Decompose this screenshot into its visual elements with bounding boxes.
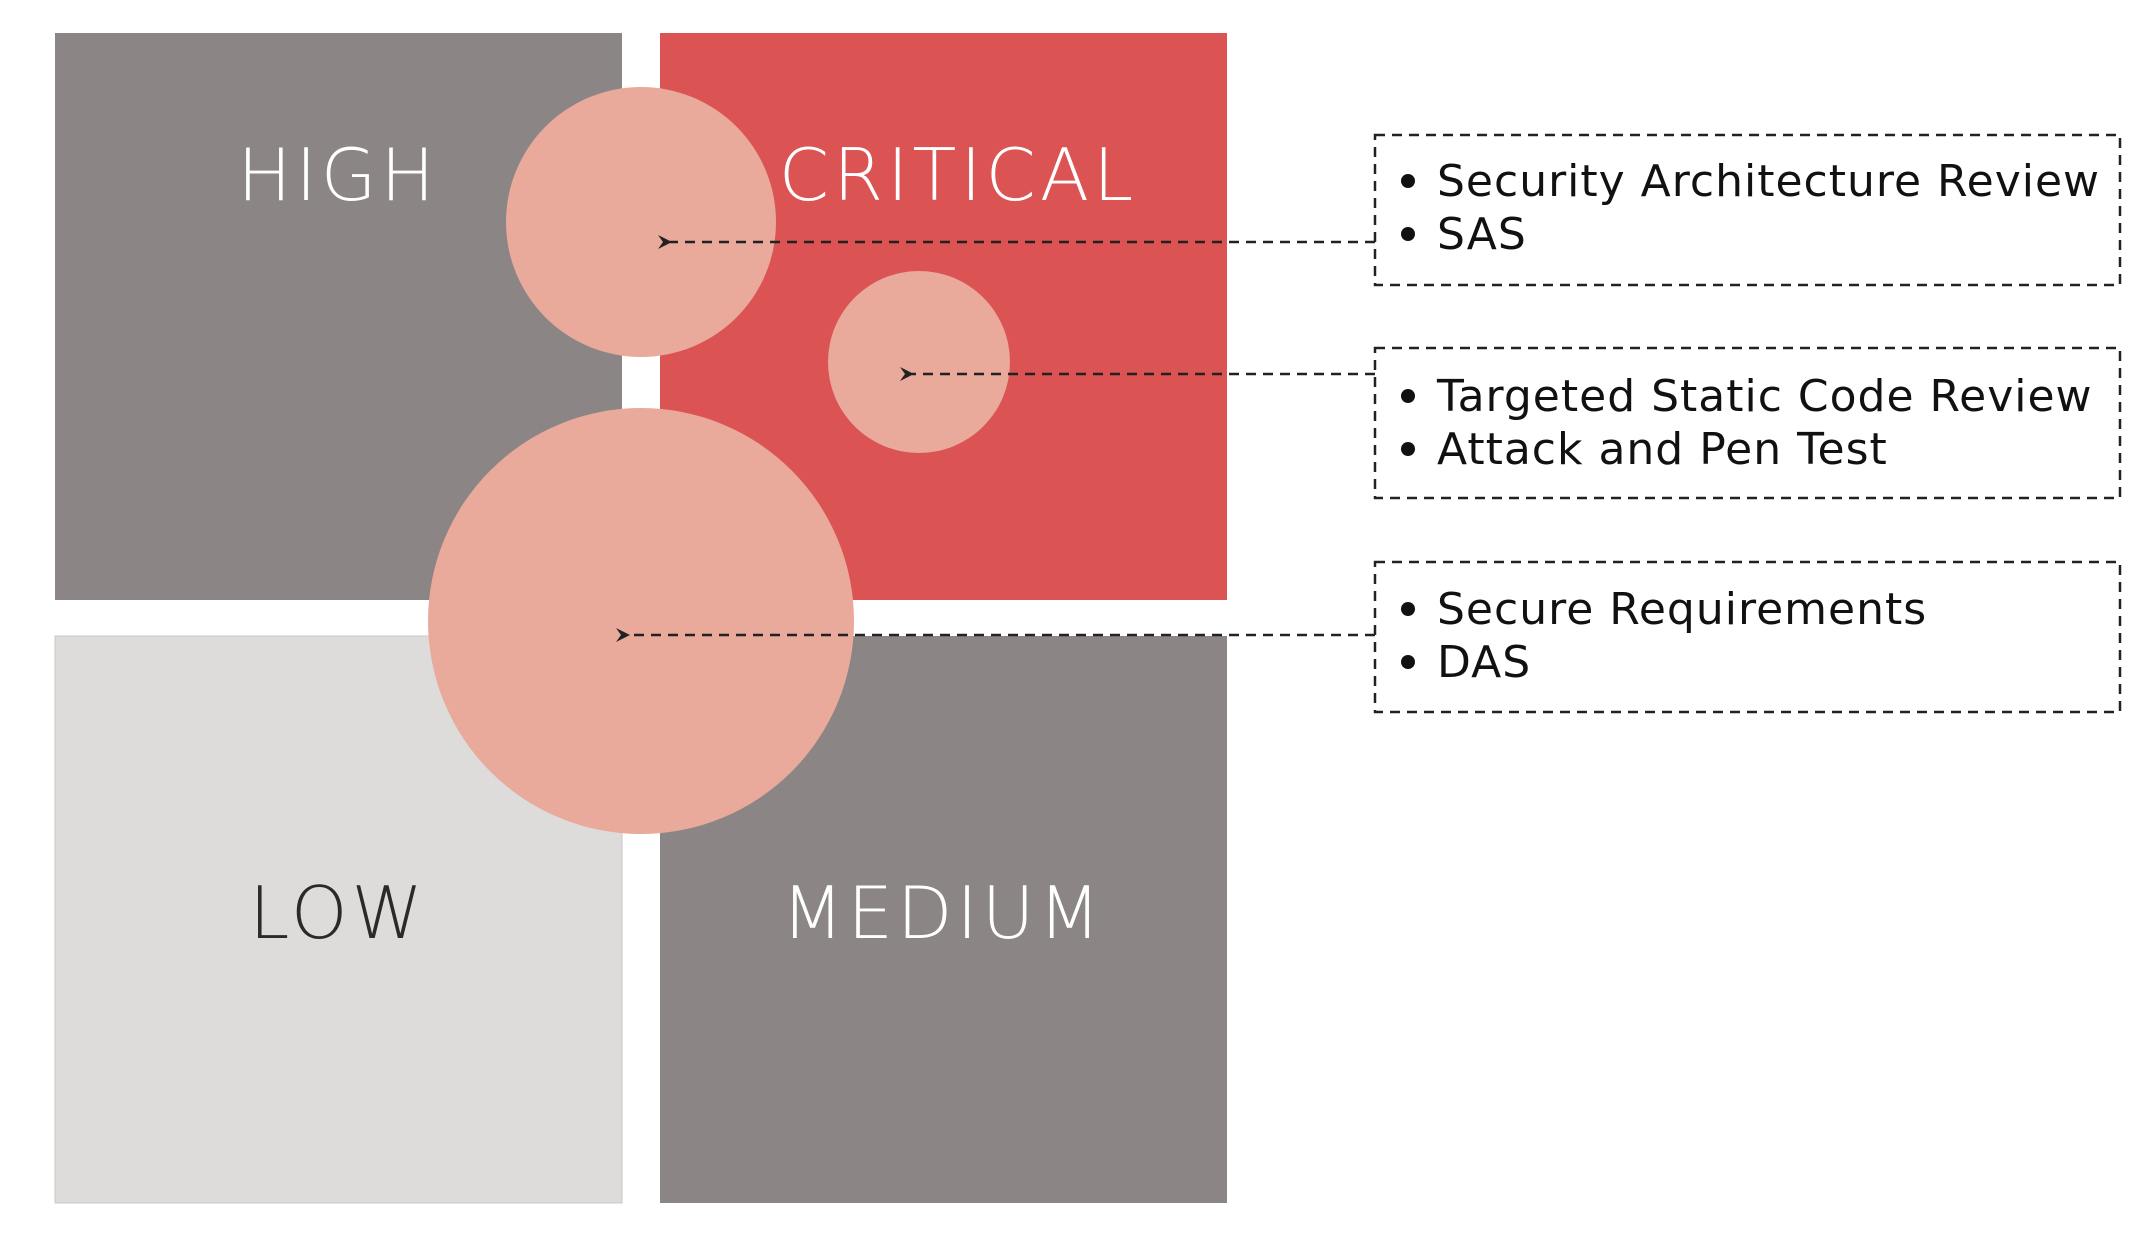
activity-item: SAS	[1437, 209, 1527, 260]
activity-box-2: Targeted Static Code Review Attack and P…	[1373, 346, 2122, 500]
bubble-architecture-review	[506, 87, 776, 357]
activity-box-2-border	[1373, 346, 2122, 500]
bullet-icon	[1401, 442, 1415, 456]
bullet-icon	[1401, 174, 1415, 188]
bullet-icon	[1401, 602, 1415, 616]
activity-box-1: Security Architecture Review SAS	[1373, 133, 2122, 287]
quadrant-label-medium: MEDIUM	[781, 871, 1104, 955]
bullet-icon	[1401, 227, 1415, 241]
bubble-secure-requirements	[428, 408, 854, 834]
activity-box-1-border	[1373, 133, 2122, 287]
bullet-icon	[1401, 655, 1415, 669]
quadrant-label-low: LOW	[249, 871, 426, 955]
activity-item: Attack and Pen Test	[1437, 424, 1888, 475]
activity-item: Secure Requirements	[1437, 584, 1927, 635]
activity-item: Security Architecture Review	[1437, 156, 2100, 207]
activity-item: Targeted Static Code Review	[1436, 371, 2093, 422]
bullet-icon	[1401, 389, 1415, 403]
quadrant-label-high: HIGH	[237, 133, 438, 217]
quadrant-label-critical: CRITICAL	[779, 133, 1137, 217]
activity-box-3-border	[1373, 560, 2122, 714]
activity-item: DAS	[1437, 637, 1531, 688]
bubble-static-code-review	[828, 271, 1010, 453]
activity-box-3: Secure Requirements DAS	[1373, 560, 2122, 714]
